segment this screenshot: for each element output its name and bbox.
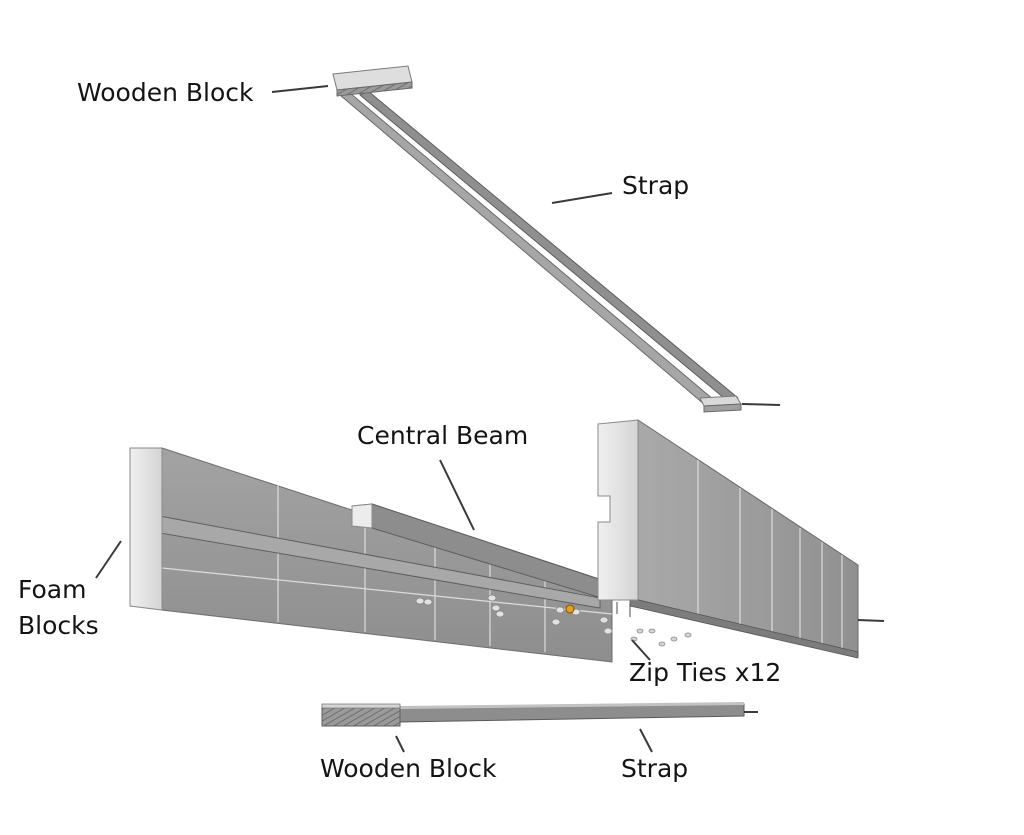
leader-right-foam-end xyxy=(857,619,885,622)
leader-zip-ties xyxy=(631,639,651,661)
top-strap-upper-bar xyxy=(359,90,739,404)
zip-tie-hangers xyxy=(616,602,631,617)
label-strap-top: Strap xyxy=(622,171,689,200)
central-beam xyxy=(351,503,610,601)
label-strap-bottom: Strap xyxy=(621,754,688,783)
leader-lines xyxy=(95,85,885,753)
label-wooden-block-top: Wooden Block xyxy=(77,78,254,107)
bottom-strap-top-edge xyxy=(400,702,744,709)
central-beam-end xyxy=(351,503,373,529)
bottom-strap-assembly xyxy=(321,702,745,727)
leader-central-beam xyxy=(439,459,475,531)
bottom-wooden-block xyxy=(321,703,401,727)
labels: Wooden Block Strap Central Beam Foam Blo… xyxy=(18,78,781,783)
zip-tie-mounts xyxy=(415,594,613,635)
right-foam-end-cap xyxy=(597,419,639,601)
leader-wooden-block-top xyxy=(271,85,329,93)
leader-strap-bottom xyxy=(639,728,653,753)
label-foam-blocks-line2: Blocks xyxy=(18,611,99,640)
leader-foam-blocks xyxy=(95,540,122,579)
loose-zip-ties xyxy=(630,628,692,647)
left-foam-section xyxy=(129,447,613,663)
zip-tie-highlight-marker xyxy=(565,604,575,614)
top-strap-assembly xyxy=(332,65,742,413)
right-foam-section xyxy=(597,419,859,659)
label-central-beam: Central Beam xyxy=(357,421,528,450)
label-foam-blocks-line1: Foam xyxy=(18,575,86,604)
right-foam-block-seams xyxy=(697,460,843,652)
label-wooden-block-bottom: Wooden Block xyxy=(320,754,497,783)
right-foam-base-strip xyxy=(629,597,859,659)
top-strap-lower-bar xyxy=(338,92,715,405)
leader-strap-top-end xyxy=(741,403,781,406)
left-foam-end-cap xyxy=(129,447,163,611)
leader-strap-top xyxy=(551,192,613,204)
top-wooden-block xyxy=(332,65,413,97)
top-strap-end-block xyxy=(699,395,742,413)
leader-wooden-block-bottom xyxy=(395,735,405,753)
right-foam-front-face xyxy=(637,419,859,657)
label-zip-ties: Zip Ties x12 xyxy=(629,658,781,687)
